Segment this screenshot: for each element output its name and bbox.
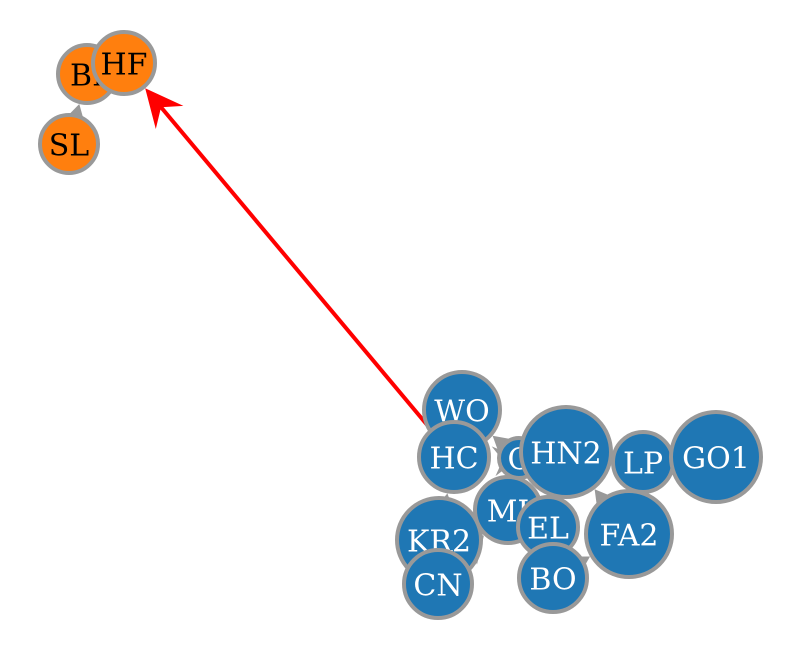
node-circle [38, 113, 100, 175]
node-bo[interactable]: BO [517, 542, 589, 614]
node-label: EL [527, 512, 569, 547]
node-circle [584, 489, 674, 579]
node-circle [669, 410, 763, 504]
node-circle [91, 30, 157, 96]
node-hn2[interactable]: HN2 [519, 405, 613, 499]
node-label: HF [101, 48, 148, 83]
edge-line [158, 104, 456, 459]
node-label: GO1 [682, 442, 750, 477]
edge-layer [58, 65, 670, 585]
node-label: FA2 [600, 519, 659, 554]
node-lp[interactable]: LP [611, 430, 675, 494]
node-fa2[interactable]: FA2 [584, 489, 674, 579]
node-circle [402, 548, 474, 620]
node-hf[interactable]: HF [91, 30, 157, 96]
node-label: SL [49, 129, 90, 164]
node-el[interactable]: EL [516, 495, 580, 559]
edge-HC-HF [145, 88, 456, 459]
node-circle [517, 542, 589, 614]
node-sl[interactable]: SL [38, 113, 100, 175]
node-label: HN2 [530, 437, 602, 472]
node-circle [519, 405, 613, 499]
node-cn[interactable]: CN [402, 548, 474, 620]
node-hc[interactable]: HC [417, 420, 491, 494]
node-label: HC [429, 442, 478, 477]
node-label: BO [529, 563, 576, 598]
arrowhead [594, 489, 623, 520]
node-circle [417, 420, 491, 494]
arrowhead [145, 88, 184, 129]
node-label: CN [413, 569, 462, 604]
node-label: LP [623, 447, 663, 482]
node-go1[interactable]: GO1 [669, 410, 763, 504]
